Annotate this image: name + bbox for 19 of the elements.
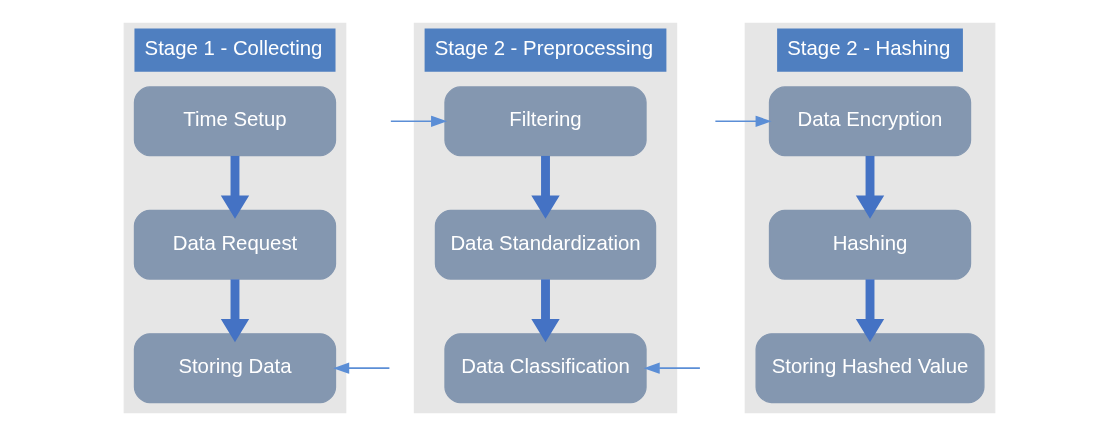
node-box: Data Encryption [768, 86, 971, 157]
arrow [855, 279, 884, 343]
arrow [220, 279, 249, 343]
node-box: Time Setup [133, 86, 336, 157]
node-box: Data Request [133, 209, 336, 280]
node-box: Data Standardization [434, 209, 656, 280]
arrow [643, 362, 701, 374]
arrow [714, 115, 772, 127]
arrow [220, 155, 249, 219]
node-box: Filtering [443, 86, 647, 157]
arrow [530, 155, 560, 219]
arrow [530, 279, 560, 343]
node-box: Hashing [768, 209, 971, 280]
node-box: Data Classification [443, 333, 647, 404]
node-box: Storing Data [133, 333, 336, 404]
arrow [332, 362, 390, 374]
node-box: Storing Hashed Value [755, 333, 985, 404]
arrow [855, 155, 884, 219]
arrow [389, 115, 447, 127]
